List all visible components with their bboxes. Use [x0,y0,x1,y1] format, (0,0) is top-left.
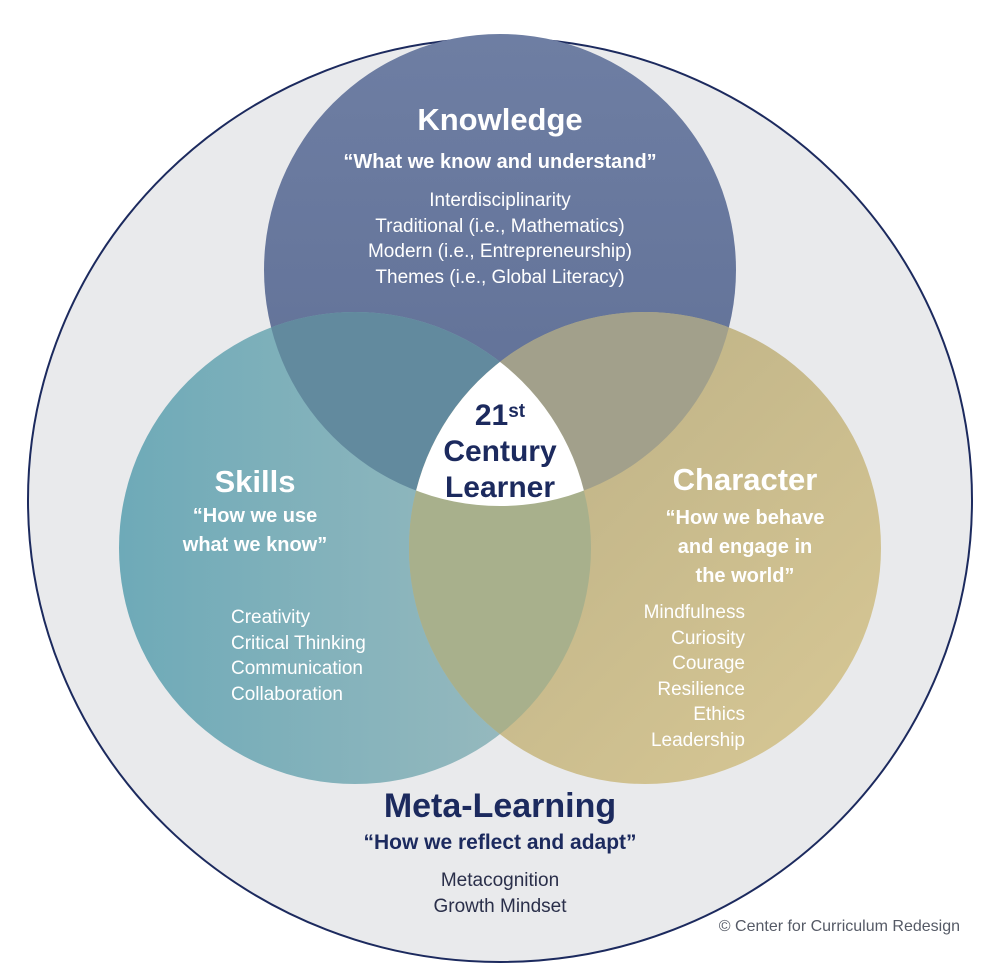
character-item: Courage [672,653,745,674]
knowledge-item: Traditional (i.e., Mathematics) [375,215,625,237]
center-number: 21 [474,399,509,432]
knowledge-item: Interdisciplinarity [429,190,571,211]
character-quote-line: the world” [695,565,795,587]
skills-item: Creativity [231,607,311,628]
center-suffix: st [508,401,526,422]
character-title: Character [672,462,818,497]
meta-learning-item: Metacognition [440,870,560,891]
meta-learning-title: Meta-Learning [383,787,617,825]
knowledge-item: Modern (i.e., Entrepreneurship) [367,241,632,262]
character-quote-line: and engage in [677,536,813,558]
knowledge-quote: “What we know and understand” [343,151,657,173]
center-line-2: Century [443,435,557,468]
skills-quote-line: “How we use [192,505,318,527]
copyright-credit: © Center for Curriculum Redesign [718,918,960,935]
meta-learning-quote: “How we reflect and adapt” [363,831,637,854]
knowledge-item: Themes (i.e., Global Literacy) [375,266,625,288]
character-item: Mindfulness [643,602,745,623]
center-label: 21st Century Learner [420,398,580,506]
character-item: Resilience [657,678,745,700]
character-items: Mindfulness Curiosity Courage Resilience… [545,600,745,753]
center-line-3: Learner [444,471,556,504]
character-quote-line: “How we behave [665,507,825,529]
meta-learning-item: Growth Mindset [433,895,567,917]
skills-quote: “How we use what we know” [140,502,370,560]
character-item: Ethics [693,704,745,725]
meta-learning-items: Metacognition Growth Mindset [350,868,650,919]
character-item: Leadership [650,729,745,751]
knowledge-items: Interdisciplinarity Traditional (i.e., M… [300,188,700,290]
character-quote: “How we behave and engage in the world” [615,504,875,591]
skills-item: Collaboration [231,683,343,705]
skills-quote-line: what we know” [182,534,328,556]
skills-item: Communication [231,658,363,679]
center-line-1: 21st [420,398,580,434]
character-item: Curiosity [671,627,745,649]
knowledge-title: Knowledge [417,102,583,137]
skills-title: Skills [214,464,296,499]
center-overlap [409,312,591,506]
skills-items: Creativity Critical Thinking Communicati… [231,605,366,707]
skills-item: Critical Thinking [231,632,366,654]
